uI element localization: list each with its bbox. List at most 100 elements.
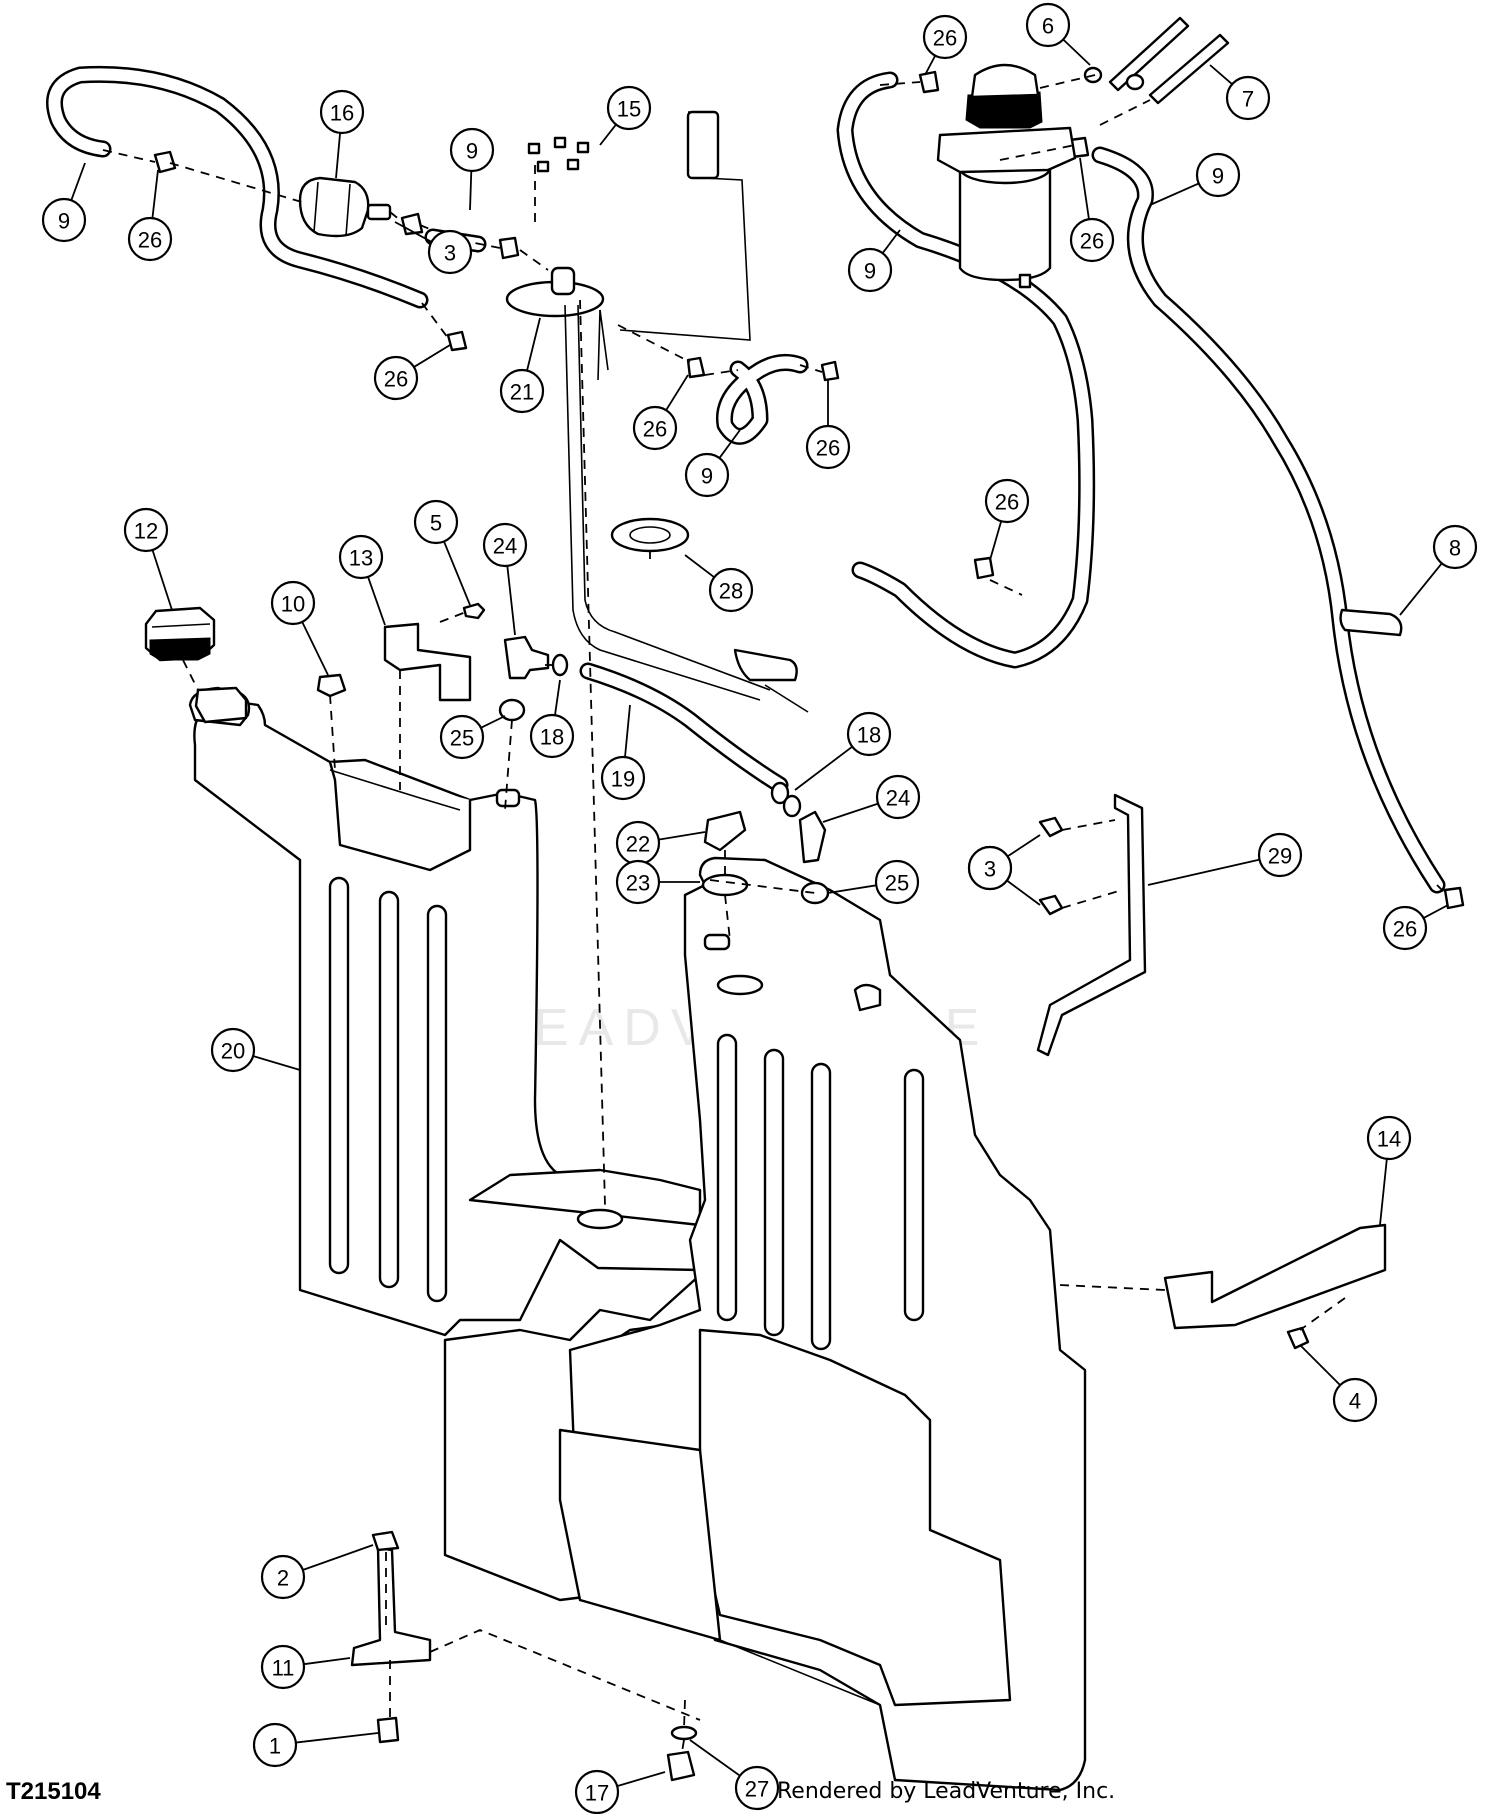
callout-circle bbox=[210, 1027, 256, 1073]
callout-circle bbox=[574, 1769, 620, 1814]
callout-label: 9 bbox=[466, 139, 478, 164]
bolt-30a bbox=[1038, 816, 1064, 838]
callout-label: 24 bbox=[493, 534, 517, 559]
callout-circle bbox=[1069, 217, 1115, 263]
callout-leader bbox=[924, 55, 937, 76]
callout-circle bbox=[606, 85, 652, 131]
callout-label: 28 bbox=[719, 579, 743, 604]
elbow-24b bbox=[798, 810, 827, 864]
callout-circle bbox=[439, 714, 485, 760]
callout-label: 3 bbox=[444, 241, 456, 266]
callout-label: 18 bbox=[540, 725, 564, 750]
callout-leader bbox=[413, 344, 451, 368]
vent-grommet-23 bbox=[701, 873, 749, 897]
callout-circle bbox=[846, 711, 892, 757]
callout-leader bbox=[394, 221, 432, 243]
callout-leader bbox=[1006, 879, 1041, 906]
callout-circle bbox=[123, 507, 169, 553]
callout-label: 6 bbox=[1042, 14, 1054, 39]
callout-leader bbox=[295, 1732, 379, 1744]
bracket-14 bbox=[1163, 1223, 1387, 1330]
callout-circle bbox=[252, 1722, 298, 1768]
bracket-11 bbox=[350, 1546, 432, 1667]
callout-leader bbox=[616, 1771, 666, 1787]
hose-clamps bbox=[153, 70, 1465, 910]
callout-circle bbox=[482, 522, 528, 568]
callout-circle bbox=[260, 1554, 306, 1600]
callout-leader bbox=[301, 621, 329, 676]
callout-label: 29 bbox=[1268, 844, 1292, 869]
callout-circle bbox=[684, 452, 730, 498]
callout-label: 25 bbox=[885, 871, 909, 896]
callout-circle bbox=[319, 89, 365, 135]
fuel-tank bbox=[188, 686, 1087, 1792]
callout-label: 5 bbox=[430, 511, 442, 536]
callout-leader bbox=[1423, 904, 1449, 919]
callout-label: 8 bbox=[1449, 536, 1461, 561]
callout-leader bbox=[989, 520, 1003, 561]
grommet-17 bbox=[666, 1750, 696, 1782]
fuel-cap bbox=[144, 606, 216, 662]
callout-leader bbox=[526, 317, 541, 371]
callout-circle bbox=[529, 713, 575, 759]
callout-label: 26 bbox=[1393, 917, 1417, 942]
callout-label: 13 bbox=[349, 546, 373, 571]
callout-leader bbox=[665, 374, 689, 411]
callout-circle bbox=[270, 580, 316, 626]
callout-label: 26 bbox=[138, 228, 162, 253]
callout-circle bbox=[338, 534, 384, 580]
callout-circle bbox=[874, 859, 920, 905]
callout-circle bbox=[805, 424, 851, 470]
callout-label: 18 bbox=[857, 723, 881, 748]
callout-leader bbox=[469, 170, 473, 211]
callout-label: 26 bbox=[1080, 229, 1104, 254]
grommet-25b bbox=[800, 881, 830, 905]
render-credit: Rendered by LeadVenture, Inc. bbox=[777, 1779, 1116, 1804]
callout-leader bbox=[827, 884, 877, 894]
callout-label: 3 bbox=[984, 857, 996, 882]
sender-gasket bbox=[610, 517, 690, 553]
callout-label: 14 bbox=[1377, 1127, 1401, 1152]
callout-circle bbox=[875, 774, 921, 820]
filler-neck-thread bbox=[194, 686, 248, 724]
vent-valve bbox=[703, 810, 747, 852]
callout-leader bbox=[684, 554, 715, 579]
callout-circle bbox=[967, 845, 1013, 891]
callout-circle bbox=[449, 127, 495, 173]
callout-label: 9 bbox=[1212, 164, 1224, 189]
callout-circle bbox=[41, 197, 87, 243]
callout-leader bbox=[1379, 1158, 1388, 1226]
hose-clip bbox=[1339, 608, 1403, 637]
callout-label: 7 bbox=[1242, 87, 1254, 112]
sender-screws bbox=[527, 136, 590, 173]
callout-label: 26 bbox=[384, 367, 408, 392]
callout-leader bbox=[302, 1544, 374, 1571]
callout-label: 9 bbox=[58, 209, 70, 234]
callout-label: 10 bbox=[281, 592, 305, 617]
callout-circle bbox=[427, 229, 473, 275]
callout-label: 15 bbox=[617, 97, 641, 122]
callout-leader bbox=[1399, 562, 1443, 616]
callout-leader bbox=[1149, 182, 1200, 206]
drawing-number: T215104 bbox=[6, 1778, 101, 1805]
hoses bbox=[46, 65, 1446, 894]
callout-circle bbox=[632, 405, 678, 451]
mounting-bolts bbox=[1083, 16, 1230, 105]
callout-label: 26 bbox=[995, 490, 1019, 515]
callout-circle bbox=[922, 14, 968, 60]
callout-leader bbox=[624, 704, 631, 758]
callout-label: 25 bbox=[450, 726, 474, 751]
bracket-13 bbox=[383, 622, 472, 702]
callout-label: 26 bbox=[933, 26, 957, 51]
callout-leader bbox=[506, 565, 516, 636]
callout-circle bbox=[1225, 75, 1271, 121]
callout-leader bbox=[599, 123, 617, 146]
nut-2 bbox=[371, 1530, 400, 1552]
callout-circle bbox=[1332, 1377, 1378, 1423]
callout-label: 22 bbox=[626, 832, 650, 857]
callout-circle bbox=[1382, 905, 1428, 951]
callout-circle bbox=[708, 567, 754, 613]
callout-leader bbox=[252, 1055, 301, 1071]
